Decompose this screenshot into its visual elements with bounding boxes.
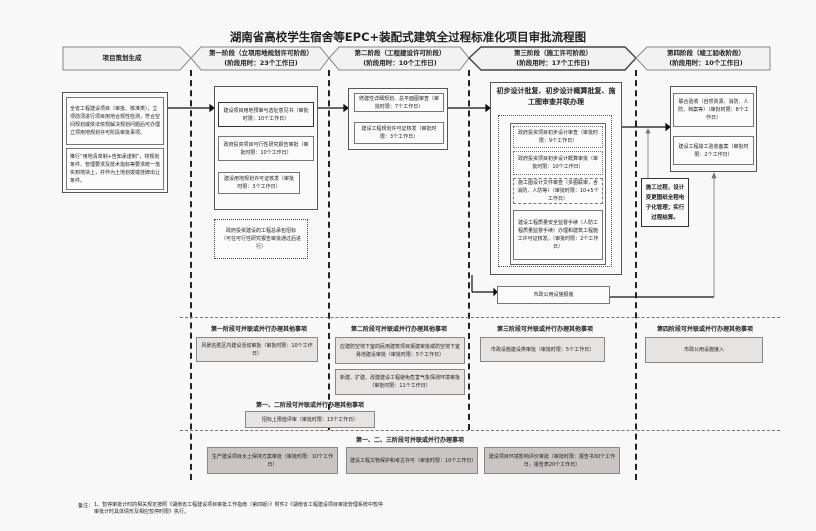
- section-divider: [180, 317, 780, 318]
- stage3-item: 政府投资项目初步设计概算审批（审批时限：10个工作日）: [513, 151, 603, 175]
- phase-shape-4: [635, 46, 771, 71]
- phase-label-planning: 项目策划生成: [102, 54, 142, 62]
- stage1-tender-box: 政府投资建设的工程总承包招标 （可在可行性研究报告审批通过后进行）: [214, 219, 308, 259]
- stage3-dotted-group: [498, 115, 612, 267]
- phase-3-time: (阶段用时：17个工作日): [516, 59, 590, 67]
- note-label: 备注：: [78, 503, 94, 509]
- phase-3-name: 第三阶段（施工许可阶段）: [514, 49, 592, 57]
- phase-divider: [468, 70, 470, 430]
- phase-1-time: (阶段用时：23个工作日): [224, 59, 298, 67]
- planning-item: 全省工程建设项目（审批、核准类），立项前须进行项目用地合规性检测，符合空间规划或…: [66, 97, 164, 145]
- stage1-item: 建设用地规划许可证核发（审批时限：3个工作日）: [218, 172, 300, 194]
- stage2-item: 修建性详细规划、总平面图审查（审批时限：7个工作日）: [354, 93, 444, 112]
- phase-2-time: (阶段用时：10个工作日): [363, 59, 437, 67]
- parallel-item: 市政设施建设类审批（审批时限：5个工作日）: [480, 337, 605, 362]
- parallel-s2-title: 第二阶段可并联或并行办理其他事项: [350, 326, 447, 333]
- parallel-item: 建设项目环境影响评价审批（审批时限：报告书30个工作日，报告表20个工作日）: [484, 447, 620, 474]
- phase-divider: [190, 70, 192, 480]
- phase-shape-3: [467, 46, 637, 71]
- phase-divider: [328, 70, 330, 430]
- planning-item: 推行“用地清单制+告知承诺制”，将规划条件、管理要求及技术指标等要求统一落实到地…: [66, 148, 164, 190]
- phase-shape-0: [62, 46, 192, 71]
- stage4-item: 建设工程竣工验收备案（审批时限：2个工作日）: [673, 136, 754, 165]
- phase-shape-2: [328, 46, 470, 71]
- parallel-item: 应建防空地下室的民用建筑项目报建审批或防空地下室易地建设审批（审批时限：5个工作…: [335, 337, 465, 364]
- stage4-item: 联合验收（自然资源、消防、人防、档案等）（审批时限：8个工作日）: [673, 93, 754, 127]
- section-divider: [180, 430, 780, 431]
- tender-note: （可在可行性研究报告审批通过后进行）: [220, 236, 301, 250]
- stage1-item: 政府投资项目可行性研究报告审批（审批时限：10个工作日）: [218, 136, 314, 161]
- parallel-item: 建设工程文物保护和考古许可（审批时限：10个工作日）: [346, 447, 478, 474]
- stage3-item: 政府投资项目初步设计审查（审批时限：9个工作日）: [513, 126, 603, 148]
- municipal-utility-box: 市政公用设施报装: [497, 286, 610, 304]
- stage3-item: 建设工程质量安全监督手续（人防工程质量监督手续）办理和建筑工程施工许可证核发。（…: [513, 210, 603, 260]
- parallel-item: 市政公用设施接入: [645, 337, 763, 363]
- parallel-item: 风景名胜区内建设活动审批（审批时限：10个工作日）: [196, 337, 318, 362]
- stage1-item: 建设项目用地预审与选址意见书（审批时限：10个工作日）: [218, 102, 314, 127]
- parallel-item: 招标上限值评审（审批时限：13个工作日）: [245, 411, 375, 428]
- stage3-item: 施工图设计文件审查（多图联审，含消防、人防等）（审批时限：10+5个工作日）: [513, 178, 603, 204]
- note-text: 1、暂停审批计时的相关规定按照《湖南省工程建设项目审批工作指南（第四版）》附件2…: [94, 502, 383, 515]
- stage3-inner-group: [510, 123, 606, 265]
- phase-2-name: 第二阶段（工程建设许可阶段）: [354, 49, 446, 57]
- parallel-s3-title: 第三阶段可并联或并行办理其他事项: [496, 326, 593, 333]
- parallel-item: 生产建设项目水土保持方案审批（审批时限：10个工作日）: [207, 447, 338, 474]
- phase-1-name: 第一阶段（立项用地规划许可阶段）: [209, 49, 313, 57]
- phase-4-time: (阶段用时：10个工作日): [669, 59, 743, 67]
- phase-shape-1: [190, 46, 330, 71]
- phase-divider: [635, 70, 637, 480]
- parallel-s12-title: 第一、二阶段可并联或并行办理其他事项: [255, 402, 364, 409]
- stage3-title: 初步设计批复、初步设计概算批复、施工图审查并联办理: [496, 87, 616, 106]
- stage2-item: 建设工程规划许可证核发（审批时限：3个工作日）: [354, 122, 444, 144]
- chart-title: 湖南省高校学生宿舍等EPC+装配式建筑全过程标准化项目审批流程图: [229, 30, 587, 44]
- parallel-s1-title: 第一阶段可并联或并行办理其他事项: [210, 326, 307, 333]
- parallel-item: 新建、扩建、改建建设工程避免危害气象探测环境审批（审批时限：11个工作日）: [335, 369, 465, 395]
- parallel-s123-title: 第一、二、三阶段可并联或并行办理事项: [355, 437, 464, 444]
- stage4-note: 施工过程，设计变更图纸全程电子化管理；实行过程结算。: [641, 178, 689, 227]
- parallel-s4-title: 第四阶段可并联或并行办理其他事项: [656, 326, 753, 333]
- tender-title: 政府投资建设的工程总承包招标: [225, 228, 296, 234]
- phase-4-name: 第四阶段（竣工验收阶段）: [667, 49, 745, 57]
